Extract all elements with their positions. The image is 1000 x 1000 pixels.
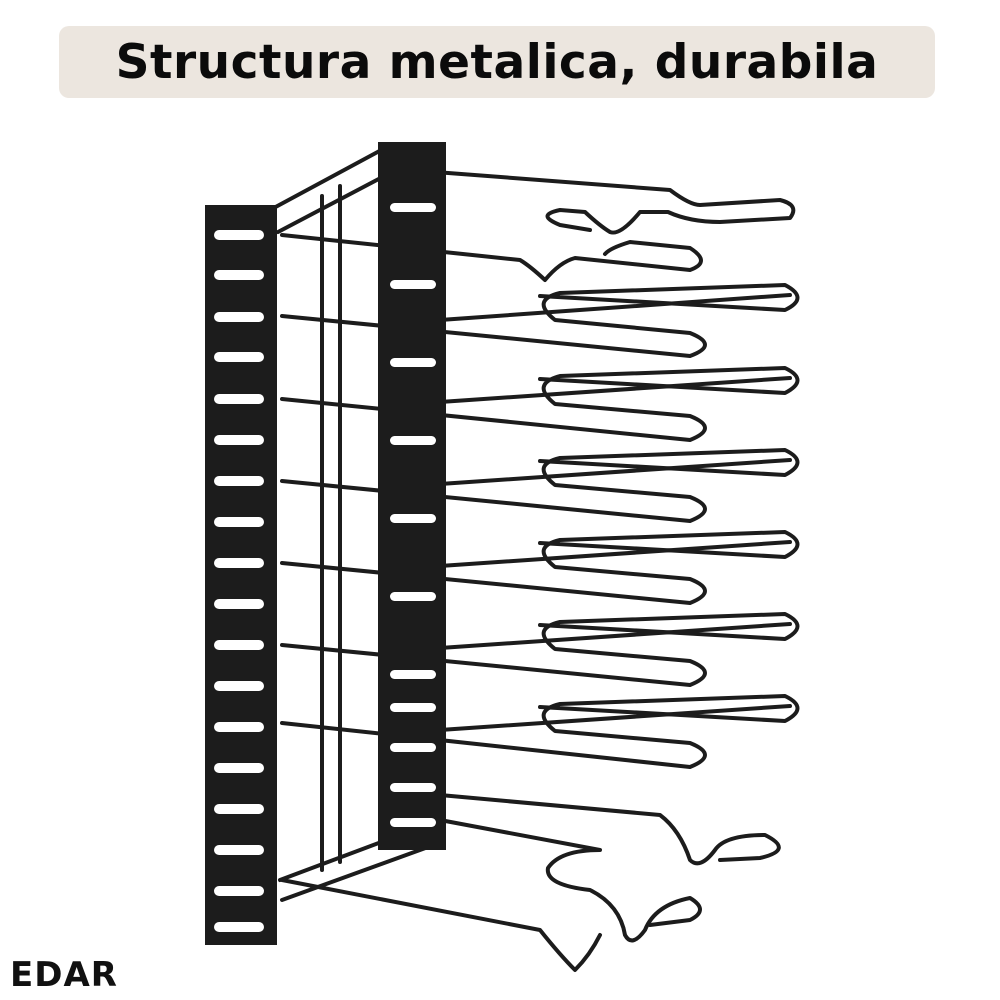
headline-text: Structura metalica, durabila [115,34,879,90]
brand-logo: EDAR [10,958,118,992]
brand-logo-text: EDAR [10,955,118,995]
headline-banner: Structura metalica, durabila [59,26,935,98]
